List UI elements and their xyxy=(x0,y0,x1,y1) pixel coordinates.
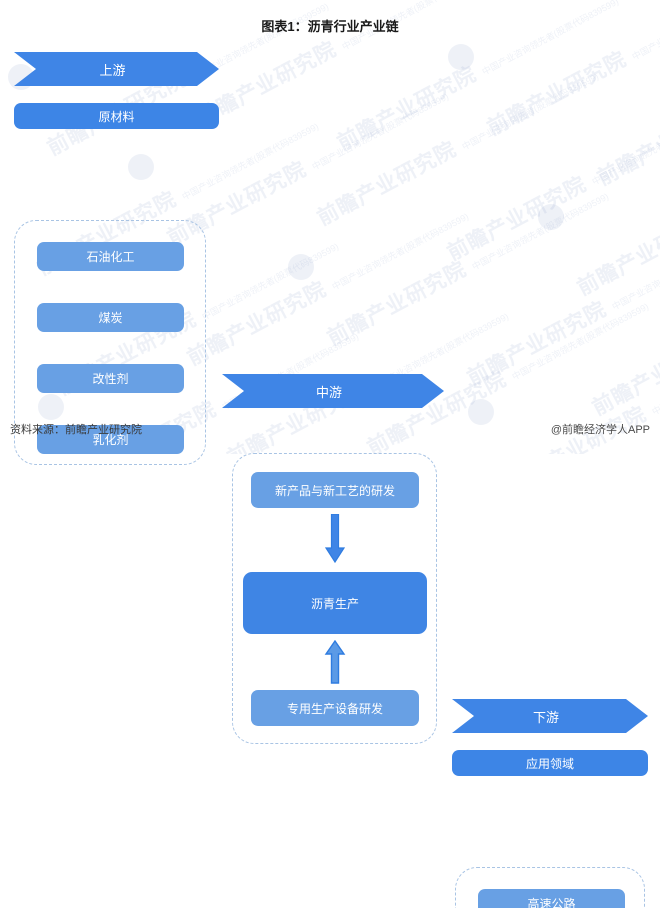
watermark-logo-icon xyxy=(128,154,154,180)
banner-upstream[interactable]: 上游 xyxy=(14,52,219,86)
banner-midstream-label: 中游 xyxy=(315,384,342,400)
footer-source-label: 资料来源：前瞻产业研究院 xyxy=(10,424,142,436)
watermark-logo-icon xyxy=(538,204,564,230)
header-downstream-applications[interactable]: 应用领域 xyxy=(452,750,648,776)
watermark-text: 前瞻产业研究院 中国产业咨询领先者(股票代码839599) xyxy=(588,327,660,421)
item-upstream-3[interactable]: 乳化剂 xyxy=(37,425,184,454)
column-downstream: 下游 应用领域 xyxy=(452,699,648,776)
arrow-down-icon xyxy=(324,513,346,566)
header-upstream-label: 原材料 xyxy=(98,109,135,124)
group-midstream-items: 新产品与新工艺的研发 沥青生产 专用生产设备研发 xyxy=(232,453,437,744)
item-midstream-rd-new-products-label: 新产品与新工艺的研发 xyxy=(274,483,395,498)
watermark-logo-icon xyxy=(288,254,314,280)
item-upstream-3-label: 乳化剂 xyxy=(92,433,129,447)
page-title-text: 图表1：沥青行业产业链 xyxy=(261,19,399,34)
watermark-text: 前瞻产业研究院 中国产业咨询领先者(股票代码839599) xyxy=(463,231,660,391)
item-upstream-0-label: 石油化工 xyxy=(86,250,135,264)
watermark-text: 前瞻产业研究院 中国产业咨询领先者(股票代码839599) xyxy=(443,106,660,266)
watermark-logo-icon xyxy=(448,44,474,70)
banner-midstream[interactable]: 中游 xyxy=(222,374,444,408)
banner-downstream-label: 下游 xyxy=(532,709,559,725)
item-midstream-asphalt-production[interactable]: 沥青生产 xyxy=(243,572,427,634)
item-midstream-rd-equipment-label: 专用生产设备研发 xyxy=(286,701,383,716)
footer-brand-label: @前瞻经济学人APP xyxy=(550,424,650,436)
column-midstream: 中游 xyxy=(222,374,444,408)
item-upstream-1-label: 煤炭 xyxy=(98,311,123,325)
group-upstream-items: 石油化工 煤炭 改性剂 乳化剂 xyxy=(14,220,206,465)
item-downstream-0-label: 高速公路 xyxy=(527,897,576,908)
watermark-text: 前瞻产业研究院 中国产业咨询领先者(股票代码839599) xyxy=(593,97,660,191)
item-upstream-1[interactable]: 煤炭 xyxy=(37,303,184,332)
banner-downstream[interactable]: 下游 xyxy=(452,699,648,733)
banner-upstream-label: 上游 xyxy=(99,62,126,78)
header-upstream-raw-materials[interactable]: 原材料 xyxy=(14,103,219,129)
group-downstream-items: 高速公路 防水建筑材料 市政工程道路建设 机场建设 xyxy=(455,867,645,908)
watermark-text: 前瞻产业研究院 中国产业咨询领先者(股票代码839599) xyxy=(573,207,660,301)
item-upstream-2[interactable]: 改性剂 xyxy=(37,364,184,393)
footer-source: 资料来源：前瞻产业研究院 xyxy=(10,421,142,437)
arrow-up-icon xyxy=(324,639,346,684)
item-midstream-rd-new-products[interactable]: 新产品与新工艺的研发 xyxy=(251,472,419,508)
item-midstream-rd-equipment[interactable]: 专用生产设备研发 xyxy=(251,690,419,726)
watermark-text: 前瞻产业研究院 中国产业咨询领先者(股票代码839599) xyxy=(313,71,601,231)
item-downstream-0[interactable]: 高速公路 xyxy=(478,889,625,908)
item-upstream-2-label: 改性剂 xyxy=(92,372,129,386)
header-downstream-label: 应用领域 xyxy=(525,756,574,771)
page-title: 图表1：沥青行业产业链 xyxy=(0,16,660,35)
item-upstream-0[interactable]: 石油化工 xyxy=(37,242,184,271)
column-upstream: 上游 原材料 xyxy=(14,52,219,129)
item-midstream-asphalt-production-label: 沥青生产 xyxy=(310,596,359,611)
footer-brand: @前瞻经济学人APP xyxy=(551,421,650,437)
watermark-text: 前瞻产业研究院 中国产业咨询领先者(股票代码839599) xyxy=(183,211,471,371)
watermark-text: 前瞻产业研究院 中国产业咨询领先者(股票代码839599) xyxy=(323,191,611,351)
watermark-logo-icon xyxy=(468,399,494,425)
